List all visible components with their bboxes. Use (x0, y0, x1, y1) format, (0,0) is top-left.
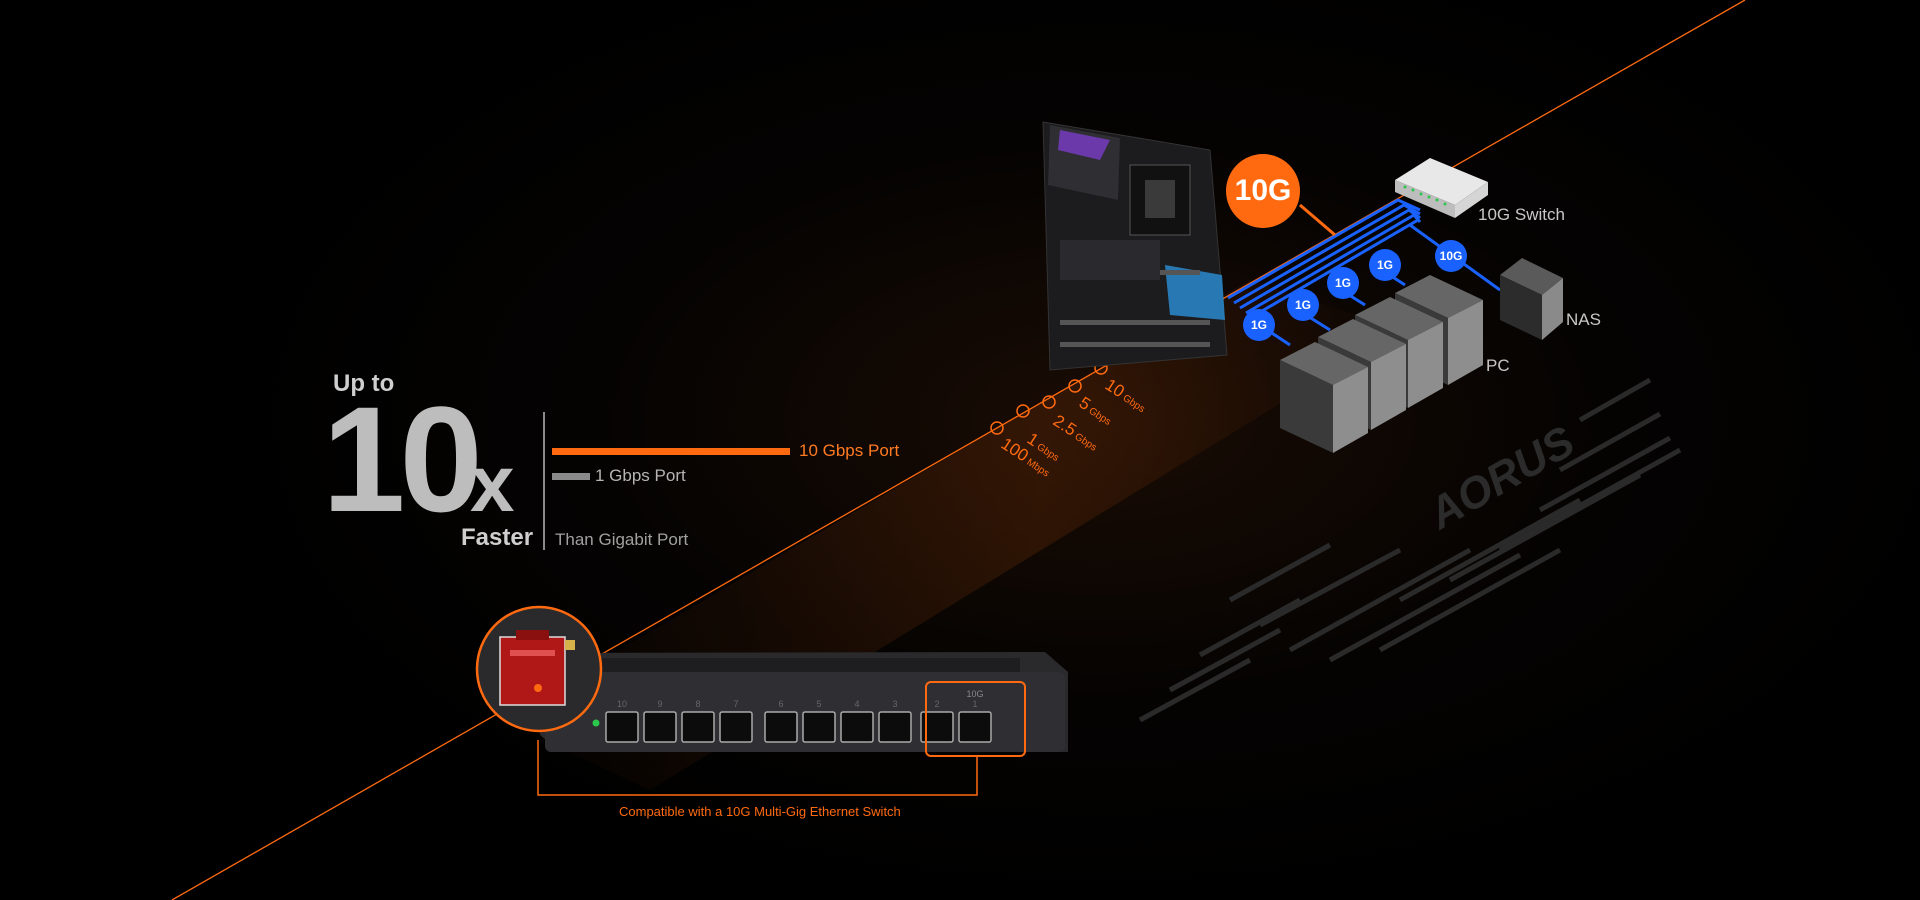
port-number: 6 (778, 699, 783, 709)
switch-label: 10G Switch (1478, 205, 1565, 224)
dash-streaks (1138, 377, 1682, 723)
ethernet-port (605, 711, 639, 743)
bar-1gbps (552, 473, 590, 480)
bar-10gbps-label: 10 Gbps Port (799, 441, 900, 460)
ethernet-port (840, 711, 874, 743)
ethernet-port (920, 711, 954, 743)
up-to-label: Up to (333, 370, 395, 397)
port-number: 9 (657, 699, 662, 709)
port-number: 1 (972, 699, 977, 709)
10g-group-label: 10G (966, 689, 983, 699)
faster-label: Faster (461, 524, 534, 551)
nas-image (1500, 258, 1563, 340)
port-number: 5 (816, 699, 821, 709)
pc-label: PC (1486, 356, 1510, 375)
port-number: 3 (892, 699, 897, 709)
ethernet-port (643, 711, 677, 743)
link-badge: 1G (1287, 289, 1319, 321)
divider (543, 412, 545, 550)
ethernet-port (958, 711, 992, 743)
link-badge: 1G (1327, 267, 1359, 299)
link-badge: 1G (1243, 309, 1275, 341)
port-number: 10 (617, 699, 627, 709)
ethernet-port (719, 711, 753, 743)
speed-rings (990, 361, 1108, 435)
orange-link (1299, 203, 1336, 237)
center-10g-badge: 10G (1226, 154, 1300, 228)
motherboard-image (1042, 121, 1228, 371)
ethernet-port (878, 711, 912, 743)
10g-port-highlight (925, 681, 1026, 757)
multiplier-number: 10 (322, 375, 483, 543)
port-number: 8 (695, 699, 700, 709)
ethernet-port (681, 711, 715, 743)
switch-image (1395, 158, 1488, 218)
ethernet-port (764, 711, 798, 743)
pc-towers-image (1280, 275, 1483, 453)
than-gigabit-label: Than Gigabit Port (555, 530, 689, 549)
bar-1gbps-label: 1 Gbps Port (595, 466, 686, 485)
compatibility-caption: Compatible with a 10G Multi-Gig Ethernet… (619, 804, 901, 819)
magnified-port-image (475, 605, 603, 733)
port-number: 2 (934, 699, 939, 709)
port-number: 7 (733, 699, 738, 709)
nas-label: NAS (1566, 310, 1601, 329)
bar-10gbps (552, 448, 790, 455)
link-badge: 1G (1369, 249, 1401, 281)
port-number: 4 (854, 699, 859, 709)
diagonal-line (171, 0, 1746, 900)
link-badge: 10G (1435, 240, 1467, 272)
ethernet-port (802, 711, 836, 743)
ethernet-switch-image: 10 9 8 7 6 5 4 3 2 1 10G (537, 652, 1068, 796)
multiplier-x: x (470, 439, 515, 528)
